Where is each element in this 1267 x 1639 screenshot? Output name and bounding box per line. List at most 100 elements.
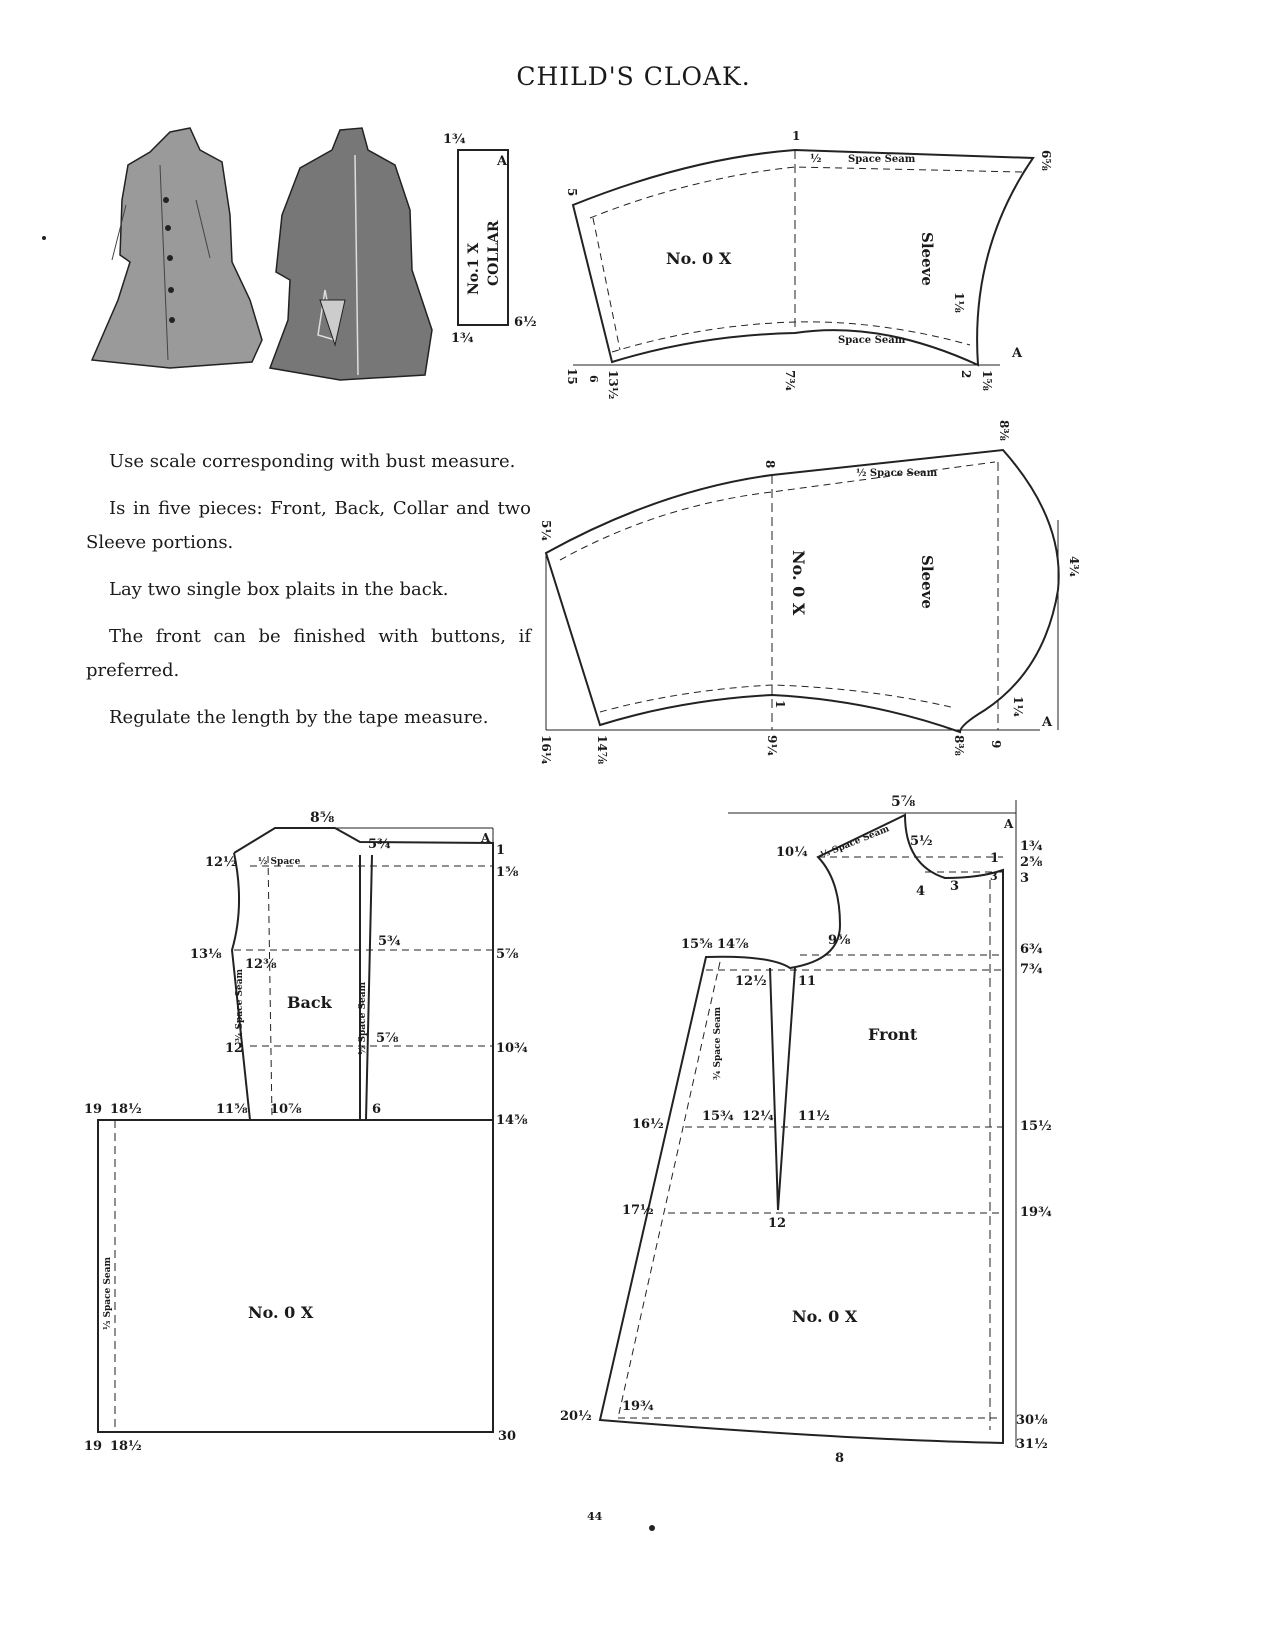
sleeve-under-m5: 1 — [773, 700, 787, 708]
back-m4: 1⅝ — [496, 865, 519, 880]
front-m7: 4 — [916, 884, 925, 899]
front-piece: Front No. 0 X ⅓ Space Seam ¾ Space Seam … — [560, 794, 1052, 1466]
sleeve-upper-letter: A — [1011, 346, 1023, 361]
page-number: 44 — [587, 1510, 603, 1523]
collar-letter: A — [496, 154, 508, 169]
front-m23: 12 — [768, 1216, 786, 1231]
sleeve-upper-m6: 7¾ — [783, 370, 797, 391]
cloak-front-illustration — [90, 127, 263, 369]
sleeve-under-m0: 8⅜ — [997, 420, 1011, 441]
back-m20: 30 — [498, 1429, 516, 1444]
sleeve-upper-number: No. 0 X — [666, 249, 732, 268]
sleeve-upper-m4: 15 — [565, 368, 579, 385]
back-m3: 12½ — [205, 855, 237, 870]
back-m19: 18½ — [110, 1439, 142, 1454]
back-m9: 12 — [225, 1041, 243, 1056]
sleeve-upper-m10: ½ — [810, 152, 821, 165]
cloak-back-illustration — [268, 127, 433, 381]
sleeve-upper-m0: 1 — [792, 129, 800, 143]
instruction-3: Lay two single box plaits in the back. — [109, 579, 449, 600]
front-letter: A — [1003, 817, 1014, 831]
back-m10: 5⅞ — [376, 1031, 399, 1046]
front-m19: 12¼ — [742, 1109, 774, 1124]
back-seam-arm: ¾ Space Seam — [235, 968, 245, 1042]
back-m7: 5¾ — [378, 934, 401, 949]
sleeve-under-label: Sleeve — [918, 555, 936, 609]
sleeve-under-m6: 16¼ — [539, 735, 553, 765]
back-piece: Back No. 0 X ⅓ Space Seam ¾ Space Seam ½… — [84, 810, 528, 1454]
back-m15: 14⅝ — [496, 1113, 528, 1128]
back-m2: 1 — [496, 843, 505, 858]
back-m1: 5¾ — [368, 837, 391, 852]
front-m9: 3 — [990, 870, 998, 883]
back-m5: 13⅛ — [190, 947, 222, 962]
front-m12: 14⅞ — [717, 937, 749, 952]
front-seam-shoulder: ⅓ Space Seam — [819, 824, 891, 861]
back-letter: A — [480, 831, 491, 845]
front-m5: 2⅝ — [1020, 855, 1043, 870]
back-m11: 10¾ — [496, 1041, 528, 1056]
instruction-2: Is in five pieces: Front, Back, Collar a… — [86, 498, 531, 553]
instruction-4: The front can be finished with buttons, … — [86, 626, 531, 681]
sleeve-under-letter: A — [1041, 715, 1053, 730]
front-m16: 11 — [798, 974, 816, 989]
sleeve-under-seam: ½ Space Seam — [856, 468, 938, 479]
back-m18: 19 — [84, 1439, 102, 1454]
sleeve-upper-seam-top: Space Seam — [848, 154, 916, 165]
front-m6: 3 — [1020, 871, 1029, 886]
front-m10: 9⅝ — [828, 933, 851, 948]
front-m26: 19¾ — [622, 1399, 654, 1414]
sleeve-upper-label: Sleeve — [918, 232, 936, 286]
back-seam-shoulder: ½ Space — [258, 856, 301, 867]
front-m11: 15⅝ — [681, 937, 713, 952]
instruction-1: Use scale corresponding with bust measur… — [109, 451, 516, 472]
sleeve-under-piece: No. 0 X Sleeve ½ Space Seam A 8⅜ 8 5¼ 4¾… — [539, 420, 1081, 765]
instruction-5: Regulate the length by the tape measure. — [109, 707, 489, 728]
sleeve-under-m7: 14⅞ — [595, 735, 609, 765]
front-m4: 1 — [990, 851, 999, 866]
front-m18: 15¾ — [702, 1109, 734, 1124]
sleeve-under-m3: 4¾ — [1067, 556, 1081, 577]
front-m28: 31½ — [1016, 1437, 1048, 1452]
back-seam-center: ½ Space Seam — [357, 981, 368, 1055]
sleeve-under-m2: 5¼ — [539, 520, 553, 541]
sleeve-under-m10: 9 — [989, 740, 1003, 748]
page-title: CHILD'S CLOAK. — [516, 62, 751, 91]
sleeve-under-m1: 8 — [763, 460, 777, 468]
collar-dim-right: 6½ — [514, 315, 537, 330]
front-label: Front — [868, 1025, 918, 1044]
bottom-dot — [649, 1525, 655, 1531]
sleeve-under-number: No. 0 X — [789, 550, 808, 616]
front-number: No. 0 X — [792, 1307, 858, 1326]
margin-dot — [42, 236, 46, 240]
sleeve-upper-m9: 6 — [587, 375, 600, 383]
back-number: No. 0 X — [248, 1303, 314, 1322]
front-m29: 8 — [835, 1451, 844, 1466]
back-m6: 12⅜ — [245, 957, 277, 972]
front-m1: 10¼ — [776, 845, 808, 860]
front-m15: 12½ — [735, 974, 767, 989]
sleeve-upper-seam-bottom: Space Seam — [838, 335, 906, 346]
front-m2: 5½ — [910, 834, 933, 849]
collar-piece: A 1¾ 1¾ 6½ No.1 X COLLAR — [443, 132, 537, 346]
sleeve-upper-m8: 1⅝ — [980, 370, 994, 391]
front-m17: 16½ — [632, 1117, 664, 1132]
front-m3: 1¾ — [1020, 839, 1043, 854]
back-m14: 6 — [372, 1102, 381, 1117]
back-m0: 8⅝ — [310, 810, 335, 826]
front-m21: 15½ — [1020, 1119, 1052, 1134]
collar-label: COLLAR — [486, 220, 502, 286]
sleeve-upper-m5: 13½ — [606, 370, 620, 399]
collar-number: No.1 X — [466, 243, 482, 295]
collar-dim-top: 1¾ — [443, 132, 466, 147]
front-m25: 20½ — [560, 1409, 592, 1424]
collar-dim-bottom: 1¾ — [451, 331, 474, 346]
sleeve-under-m9: 8⅜ — [952, 735, 966, 756]
sleeve-upper-m3: 1⅛ — [952, 292, 966, 313]
front-m13: 6¾ — [1020, 942, 1043, 957]
back-seam-side: ⅓ Space Seam — [103, 1257, 113, 1330]
back-m16: 19 — [84, 1102, 102, 1117]
sleeve-upper-piece: No. 0 X Sleeve Space Seam Space Seam A 1… — [565, 129, 1053, 399]
sleeve-upper-m1: 6⅝ — [1039, 150, 1053, 171]
